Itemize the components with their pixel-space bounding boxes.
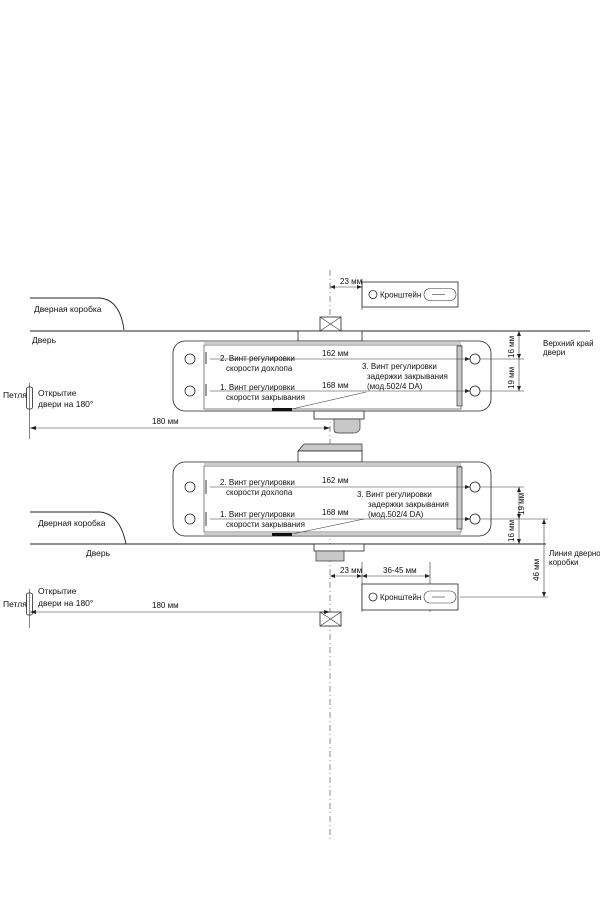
opening-label-2-bottom: двери на 180° <box>38 598 93 608</box>
opening-label-2: двери на 180° <box>38 399 93 409</box>
hinge-label-bottom: Петля <box>3 599 27 609</box>
screw3-label-1-top: 3. Винт регулировки <box>362 362 437 371</box>
door-frame-outline <box>30 297 125 331</box>
bottom-diagram: 162 мм 168 мм 2. Винт регулировки скорос… <box>3 443 600 628</box>
dim-19-bottom: 19 мм <box>517 493 526 515</box>
bracket-hole-icon-bottom <box>368 592 378 602</box>
opening-label-1-bottom: Открытие <box>38 586 77 596</box>
screw3-label-2-top: задержки закрывания <box>367 372 448 381</box>
dim-162-top: 162 мм <box>322 349 349 358</box>
door-label: Дверь <box>32 335 57 345</box>
screw2-label-1-bottom: 2. Винт регулировки <box>220 478 295 487</box>
screw2-label-2-bottom: скорости дохлопа <box>226 488 293 497</box>
door-frame-outline-bottom <box>30 511 127 545</box>
screw1-label-2-top: скорости закрывания <box>226 393 305 402</box>
dim-168-top: 168 мм <box>322 381 349 390</box>
screw2-label-1-top: 2. Винт регулировки <box>220 354 295 363</box>
bracket-hole-icon <box>368 290 378 299</box>
dim-19-top: 19 мм <box>507 367 516 389</box>
dim-36-45: 36-45 мм <box>383 566 417 575</box>
bracket-bottom <box>361 583 459 611</box>
dim-46: 46 мм <box>532 559 541 581</box>
screw3-label-2-bottom: задержки закрывания <box>368 500 449 509</box>
screw3-label-3-bottom: (мод.502/4 DA) <box>368 510 424 519</box>
door-label-bottom: Дверь <box>86 548 111 558</box>
screw3-label-3-top: (мод.502/4 DA) <box>367 382 423 391</box>
dim-23-bottom: 23 мм <box>340 566 362 575</box>
dim-180-top: 180 мм <box>152 417 179 426</box>
screw1-label-1-top: 1. Винт регулировки <box>220 383 295 392</box>
opening-label-1: Открытие <box>38 388 77 398</box>
dim-16-top: 16 мм <box>507 336 516 358</box>
closer-body-bottom <box>172 461 492 537</box>
frame-line-label-2: коробки <box>549 558 579 567</box>
upper-edge-label-1: Верхний край <box>543 339 594 348</box>
top-diagram: Дверная коробка Дверь Верхний край двери… <box>3 270 594 840</box>
dim-16-bottom: 16 мм <box>507 520 516 542</box>
screw3-label-1-bottom: 3. Винт регулировки <box>357 490 432 499</box>
door-frame-label-bottom: Дверная коробка <box>38 518 106 528</box>
screw1-label-2-bottom: скорости закрывания <box>226 520 305 529</box>
frame-line-label-1: Линия дверной <box>549 549 600 558</box>
screw1-label-1-bottom: 1. Винт регулировки <box>220 510 295 519</box>
bracket-label-top: Кронштейн <box>380 291 421 300</box>
bracket-label-bottom: Кронштейн <box>380 593 421 602</box>
dim-23-top: 23 мм <box>340 277 362 286</box>
dim-180-bottom: 180 мм <box>152 601 179 610</box>
screw2-label-2-top: скорости дохлопа <box>226 364 293 373</box>
hinge-label: Петля <box>3 390 27 400</box>
upper-edge-label-2: двери <box>543 348 565 357</box>
dim-168-bottom: 168 мм <box>322 508 349 517</box>
dim-162-bottom: 162 мм <box>322 476 349 485</box>
door-frame-label: Дверная коробка <box>34 304 102 314</box>
